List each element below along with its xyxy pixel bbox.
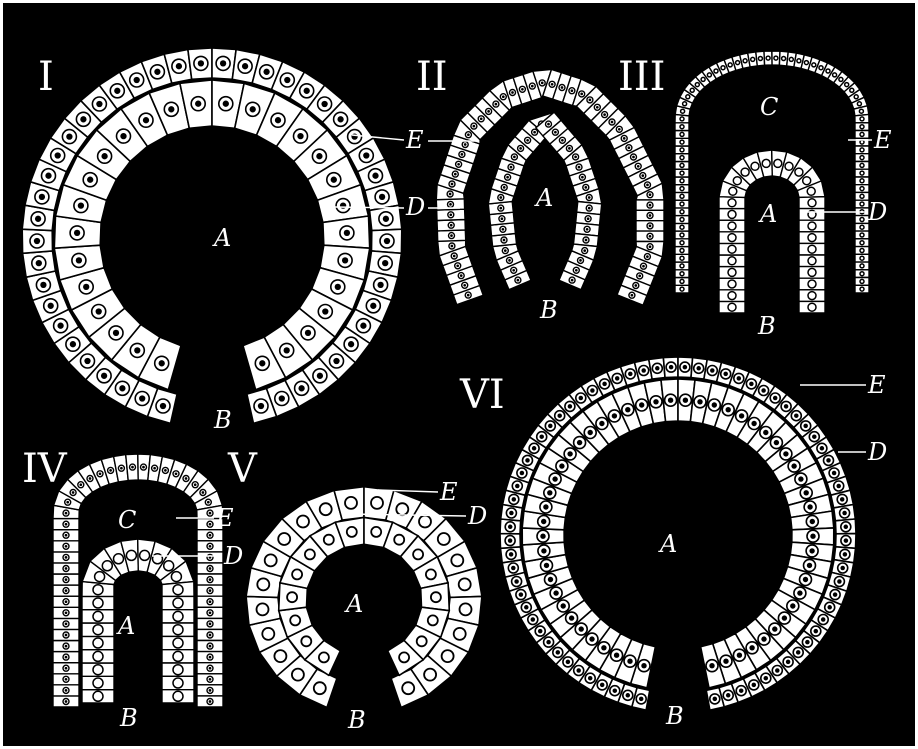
figure-V-label-A: A <box>344 590 363 618</box>
figure-I-label-A: A <box>212 224 231 252</box>
figure-III-label-D: D <box>867 198 887 226</box>
figure-VI-label-D: D <box>867 438 887 466</box>
figure-III-label-C: C <box>760 93 778 121</box>
figure-IV-label-C: C <box>118 506 136 534</box>
figure-VI-label-A: A <box>658 530 677 558</box>
figure-II-label-B: B <box>539 296 558 324</box>
figure-III-label-E: E <box>873 126 892 154</box>
figure-V-numeral: V <box>227 446 258 492</box>
figure-IV-label-E: E <box>215 504 234 532</box>
figure-III-label-B: B <box>757 312 776 340</box>
figure-VI-numeral: VI <box>459 372 505 418</box>
figure-III-numeral: III <box>618 54 665 100</box>
figure-I-numeral: I <box>38 54 54 100</box>
figure-IV-numeral: IV <box>22 446 68 492</box>
figure-V-label-D: D <box>467 502 487 530</box>
figure-II-numeral: II <box>416 54 448 100</box>
figure-V-label-B: B <box>347 706 366 734</box>
figure-IV-label-B: B <box>119 704 138 732</box>
figure-IV-label-D: D <box>223 542 243 570</box>
figure-II-label-A: A <box>534 184 553 212</box>
figure-I-label-D: D <box>405 193 425 221</box>
figure-I-label-B: B <box>213 406 232 434</box>
figure-VI-label-B: B <box>665 702 684 730</box>
figure-IV-label-A: A <box>116 612 135 640</box>
figure-VI-label-E: E <box>867 371 886 399</box>
figure-I-label-E: E <box>405 126 424 154</box>
figure-V-label-E: E <box>439 478 458 506</box>
figure-III-label-A: A <box>758 200 777 228</box>
